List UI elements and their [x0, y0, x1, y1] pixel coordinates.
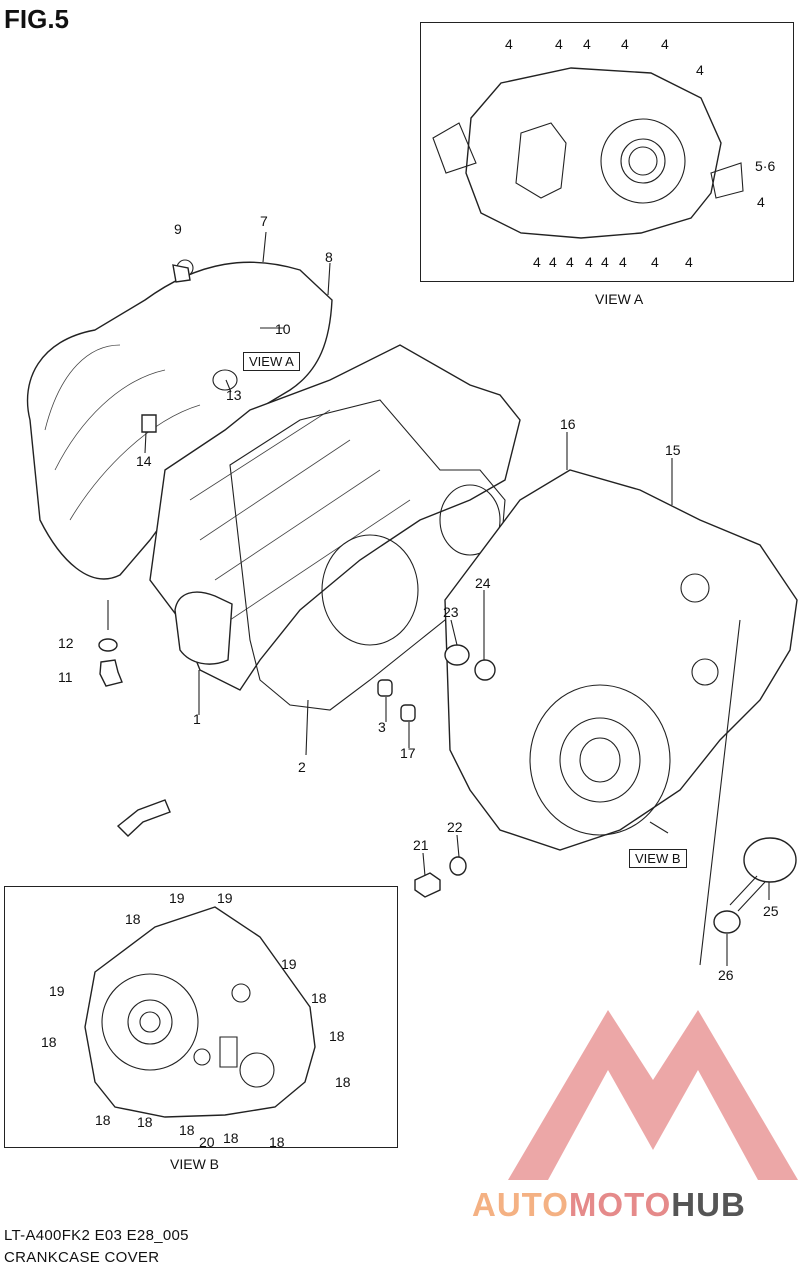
callout-7: 7 [260, 213, 268, 229]
callout-25: 25 [763, 903, 779, 919]
view-a-callout: 4 [621, 36, 629, 52]
view-b-callout: 18 [179, 1122, 195, 1138]
callout-14: 14 [136, 453, 152, 469]
part-21-drain-bolt [414, 872, 441, 898]
callout-13: 13 [226, 387, 242, 403]
view-a-callout-5-6: 5·6 [755, 158, 776, 174]
part-23-plug [444, 644, 470, 666]
view-a-callout: 4 [505, 36, 513, 52]
view-b-callout: 18 [335, 1074, 351, 1090]
view-b-callout: 18 [223, 1130, 239, 1146]
callout-21: 21 [413, 837, 429, 853]
view-b-panel: 19 19 18 19 18 19 18 18 18 18 18 18 18 2… [4, 886, 398, 1150]
view-b-callout-20: 20 [199, 1134, 215, 1150]
part-24-oring [474, 659, 496, 681]
view-a-callout: 4 [601, 254, 609, 270]
view-b-pointer-label: VIEW B [629, 849, 687, 868]
view-a-caption: VIEW A [595, 291, 644, 307]
figure-title: FIG.5 [4, 4, 70, 34]
part-1-crankcase [149, 344, 521, 691]
callout-23: 23 [443, 604, 459, 620]
part-3-dowel [377, 679, 393, 697]
watermark-logo [508, 1010, 798, 1180]
view-a-callout: 4 [757, 194, 765, 210]
view-b-callout: 18 [41, 1034, 57, 1050]
view-b-drawing [84, 906, 316, 1118]
view-a-callout: 4 [533, 254, 541, 270]
part-7-magneto-cover [26, 259, 333, 580]
part-12-washer [98, 638, 118, 652]
part-26-oring [713, 910, 741, 934]
view-b-callout: 19 [217, 890, 233, 906]
view-a-callout: 4 [661, 36, 669, 52]
part-17-dowel [400, 704, 416, 722]
view-b-callout: 18 [137, 1114, 153, 1130]
view-b-callout: 18 [269, 1134, 285, 1150]
view-a-panel: 4 4 4 4 4 4 5·6 4 4 4 4 4 4 4 4 4 [420, 22, 794, 282]
part-14-bolt [141, 414, 157, 433]
view-b-caption: VIEW B [170, 1156, 220, 1172]
view-b-callout: 19 [169, 890, 185, 906]
part-22-gasket [449, 856, 467, 876]
view-a-callout: 4 [651, 254, 659, 270]
callout-16: 16 [560, 416, 576, 432]
part-11-bolt [99, 659, 123, 687]
callout-8: 8 [325, 249, 333, 265]
callout-26: 26 [718, 967, 734, 983]
watermark-text: AUTOMOTOHUB [472, 1186, 746, 1224]
callout-3: 3 [378, 719, 386, 735]
view-a-callout: 4 [566, 254, 574, 270]
fwd-arrow [116, 799, 171, 837]
part-9-bolt [172, 264, 191, 283]
callout-10: 10 [275, 321, 291, 337]
view-b-callout: 19 [281, 956, 297, 972]
callout-22: 22 [447, 819, 463, 835]
view-a-drawing [432, 67, 744, 239]
view-b-callout: 19 [49, 983, 65, 999]
callout-11: 11 [58, 669, 73, 685]
part-16-clutch-cover [444, 469, 798, 851]
view-a-callout: 4 [696, 62, 704, 78]
watermark-text-moto: MOTO [568, 1186, 672, 1223]
view-a-callout: 4 [685, 254, 693, 270]
view-a-callout: 4 [583, 36, 591, 52]
callout-15: 15 [665, 442, 681, 458]
watermark-text-auto: AUTO [472, 1186, 569, 1223]
view-b-callout: 18 [95, 1112, 111, 1128]
view-b-callout: 18 [311, 990, 327, 1006]
callout-12: 12 [58, 635, 74, 651]
footer-name: CRANKCASE COVER [4, 1249, 160, 1266]
callout-9: 9 [174, 221, 182, 237]
callout-2: 2 [298, 759, 306, 775]
view-a-callout: 4 [549, 254, 557, 270]
callout-17: 17 [400, 745, 416, 761]
footer-model: LT-A400FK2 E03 E28_005 [4, 1227, 189, 1244]
part-25-oil-cap [729, 837, 797, 912]
watermark-text-hub: HUB [671, 1186, 746, 1223]
view-b-callout: 18 [125, 911, 141, 927]
view-a-callout: 4 [619, 254, 627, 270]
view-a-pointer-label: VIEW A [243, 352, 300, 371]
view-b-callout: 18 [329, 1028, 345, 1044]
view-a-callout: 4 [555, 36, 563, 52]
callout-1: 1 [193, 711, 201, 727]
view-a-callout: 4 [585, 254, 593, 270]
callout-24: 24 [475, 575, 491, 591]
